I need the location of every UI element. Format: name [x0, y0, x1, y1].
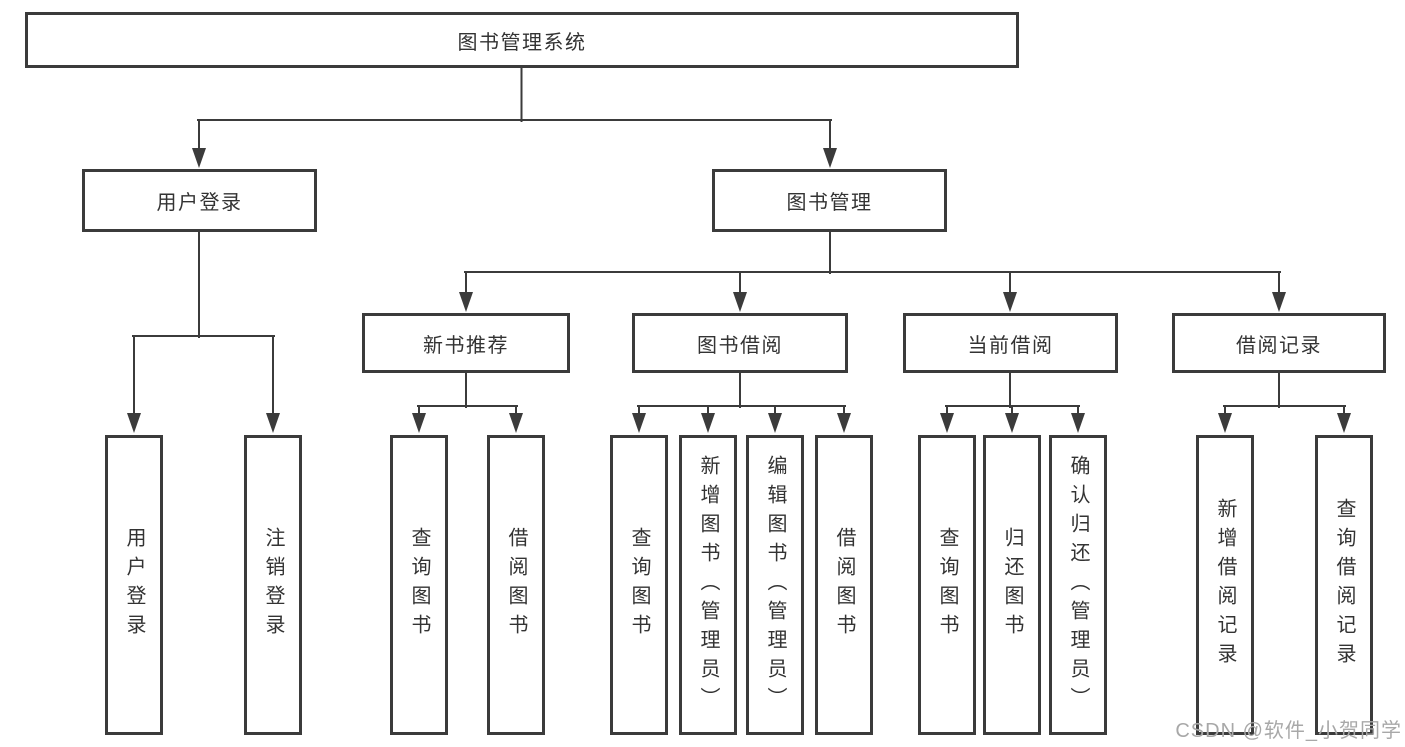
leaf-nb-query-books: 查询图书 [390, 435, 448, 735]
leaf-nb-borrow-books: 借阅图书 [487, 435, 545, 735]
leaf-cb-return-books: 归还图书 [983, 435, 1041, 735]
leaf-user-login: 用户登录 [105, 435, 163, 735]
node-book-borrowing: 图书借阅 [632, 313, 848, 373]
leaf-bb-edit-books-admin: 编辑图书（管理员） [746, 435, 804, 735]
leaf-logout: 注销登录 [244, 435, 302, 735]
leaf-bb-add-books-admin: 新增图书（管理员） [679, 435, 737, 735]
leaf-br-query-record: 查询借阅记录 [1315, 435, 1373, 735]
node-borrowing-records: 借阅记录 [1172, 313, 1386, 373]
node-new-book-recommend: 新书推荐 [362, 313, 570, 373]
node-current-borrowing: 当前借阅 [903, 313, 1118, 373]
watermark: CSDN @软件_小贺同学 [1175, 720, 1402, 742]
leaf-bb-borrow-books: 借阅图书 [815, 435, 873, 735]
node-book-management: 图书管理 [712, 169, 947, 232]
leaf-bb-query-books: 查询图书 [610, 435, 668, 735]
leaf-cb-query-books: 查询图书 [918, 435, 976, 735]
leaf-cb-confirm-return-admin: 确认归还（管理员） [1049, 435, 1107, 735]
node-root: 图书管理系统 [25, 12, 1019, 68]
node-user-login: 用户登录 [82, 169, 317, 232]
leaf-br-add-record: 新增借阅记录 [1196, 435, 1254, 735]
